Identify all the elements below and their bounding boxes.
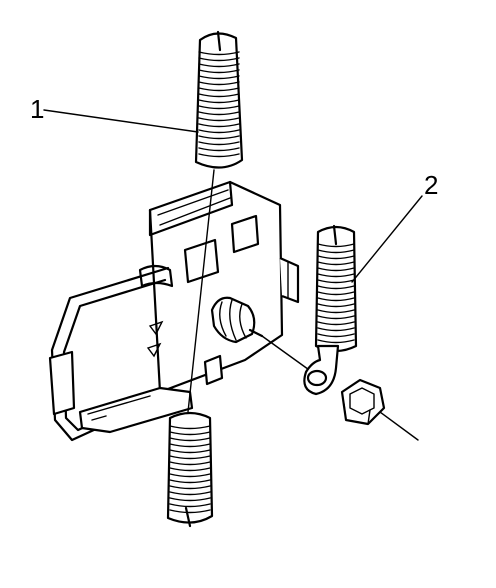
spring-coil-line xyxy=(198,81,240,86)
spring-coil-line xyxy=(198,69,240,74)
spring-coil-line xyxy=(198,135,240,140)
spring-coil-line xyxy=(317,321,355,326)
spring-coil-line xyxy=(169,467,211,472)
spring-coil-line xyxy=(317,297,355,302)
spring-coil-line xyxy=(317,339,355,344)
mounting-bracket xyxy=(48,180,300,442)
spring-coil-line xyxy=(169,449,211,454)
callout-label-1: 1 xyxy=(30,94,44,124)
spring-coil-line xyxy=(169,491,211,496)
spring-coil-line xyxy=(169,509,211,514)
spring-coil-line xyxy=(169,473,211,478)
spring-coil-line xyxy=(317,303,355,308)
spring-coil-line xyxy=(198,141,240,146)
spring-coil-line xyxy=(317,279,355,284)
spring-coil-line xyxy=(169,425,211,430)
spring-coil-line xyxy=(198,117,240,122)
spring-coil-line xyxy=(317,261,355,266)
spring-coil-line xyxy=(317,273,355,278)
spring-coil-line xyxy=(317,309,355,314)
spring-coil-line xyxy=(317,255,355,260)
upper-spring xyxy=(194,30,244,169)
spring-coil-line xyxy=(198,57,240,62)
spring-coil-line xyxy=(317,333,355,338)
spring-coil-line xyxy=(169,497,211,502)
spring-coil-line xyxy=(317,267,355,272)
spring-coil-line xyxy=(198,87,240,92)
spring-coil-line xyxy=(198,51,240,56)
callout-label-2: 2 xyxy=(424,170,438,200)
spring-coil-line xyxy=(317,291,355,296)
spring-coil-line xyxy=(169,437,211,442)
spring-coil-line xyxy=(198,153,240,158)
spring-coil-line xyxy=(198,75,240,80)
assembly-axis-lines xyxy=(187,169,419,441)
right-spring xyxy=(303,224,358,396)
callout-1: 1 xyxy=(30,94,199,133)
spring-coil-line xyxy=(317,327,355,332)
lower-spring xyxy=(166,411,214,528)
spring-coil-line xyxy=(198,111,240,116)
spring-coil-line xyxy=(317,243,355,248)
spring-coil-line xyxy=(317,285,355,290)
spring-coil-line xyxy=(198,99,240,104)
spring-coil-line xyxy=(169,503,211,508)
spring-coil-line xyxy=(198,123,240,128)
spring-coil-line xyxy=(169,431,211,436)
spring-coil-line xyxy=(169,461,211,466)
threaded-stud xyxy=(210,296,264,344)
spring-coil-line xyxy=(169,455,211,460)
spring-coil-line xyxy=(169,479,211,484)
spring-coil-line xyxy=(198,93,240,98)
spring-coil-line xyxy=(198,147,240,152)
spring-coil-line xyxy=(198,129,240,134)
spring-coil-line xyxy=(169,443,211,448)
callout-2: 2 xyxy=(351,170,438,283)
hex-nut xyxy=(340,378,386,426)
spring-coil-line xyxy=(317,249,355,254)
spring-coil-line xyxy=(198,63,240,68)
spring-coil-line xyxy=(317,315,355,320)
spring-coil-line xyxy=(169,485,211,490)
spring-coil-line xyxy=(198,105,240,110)
